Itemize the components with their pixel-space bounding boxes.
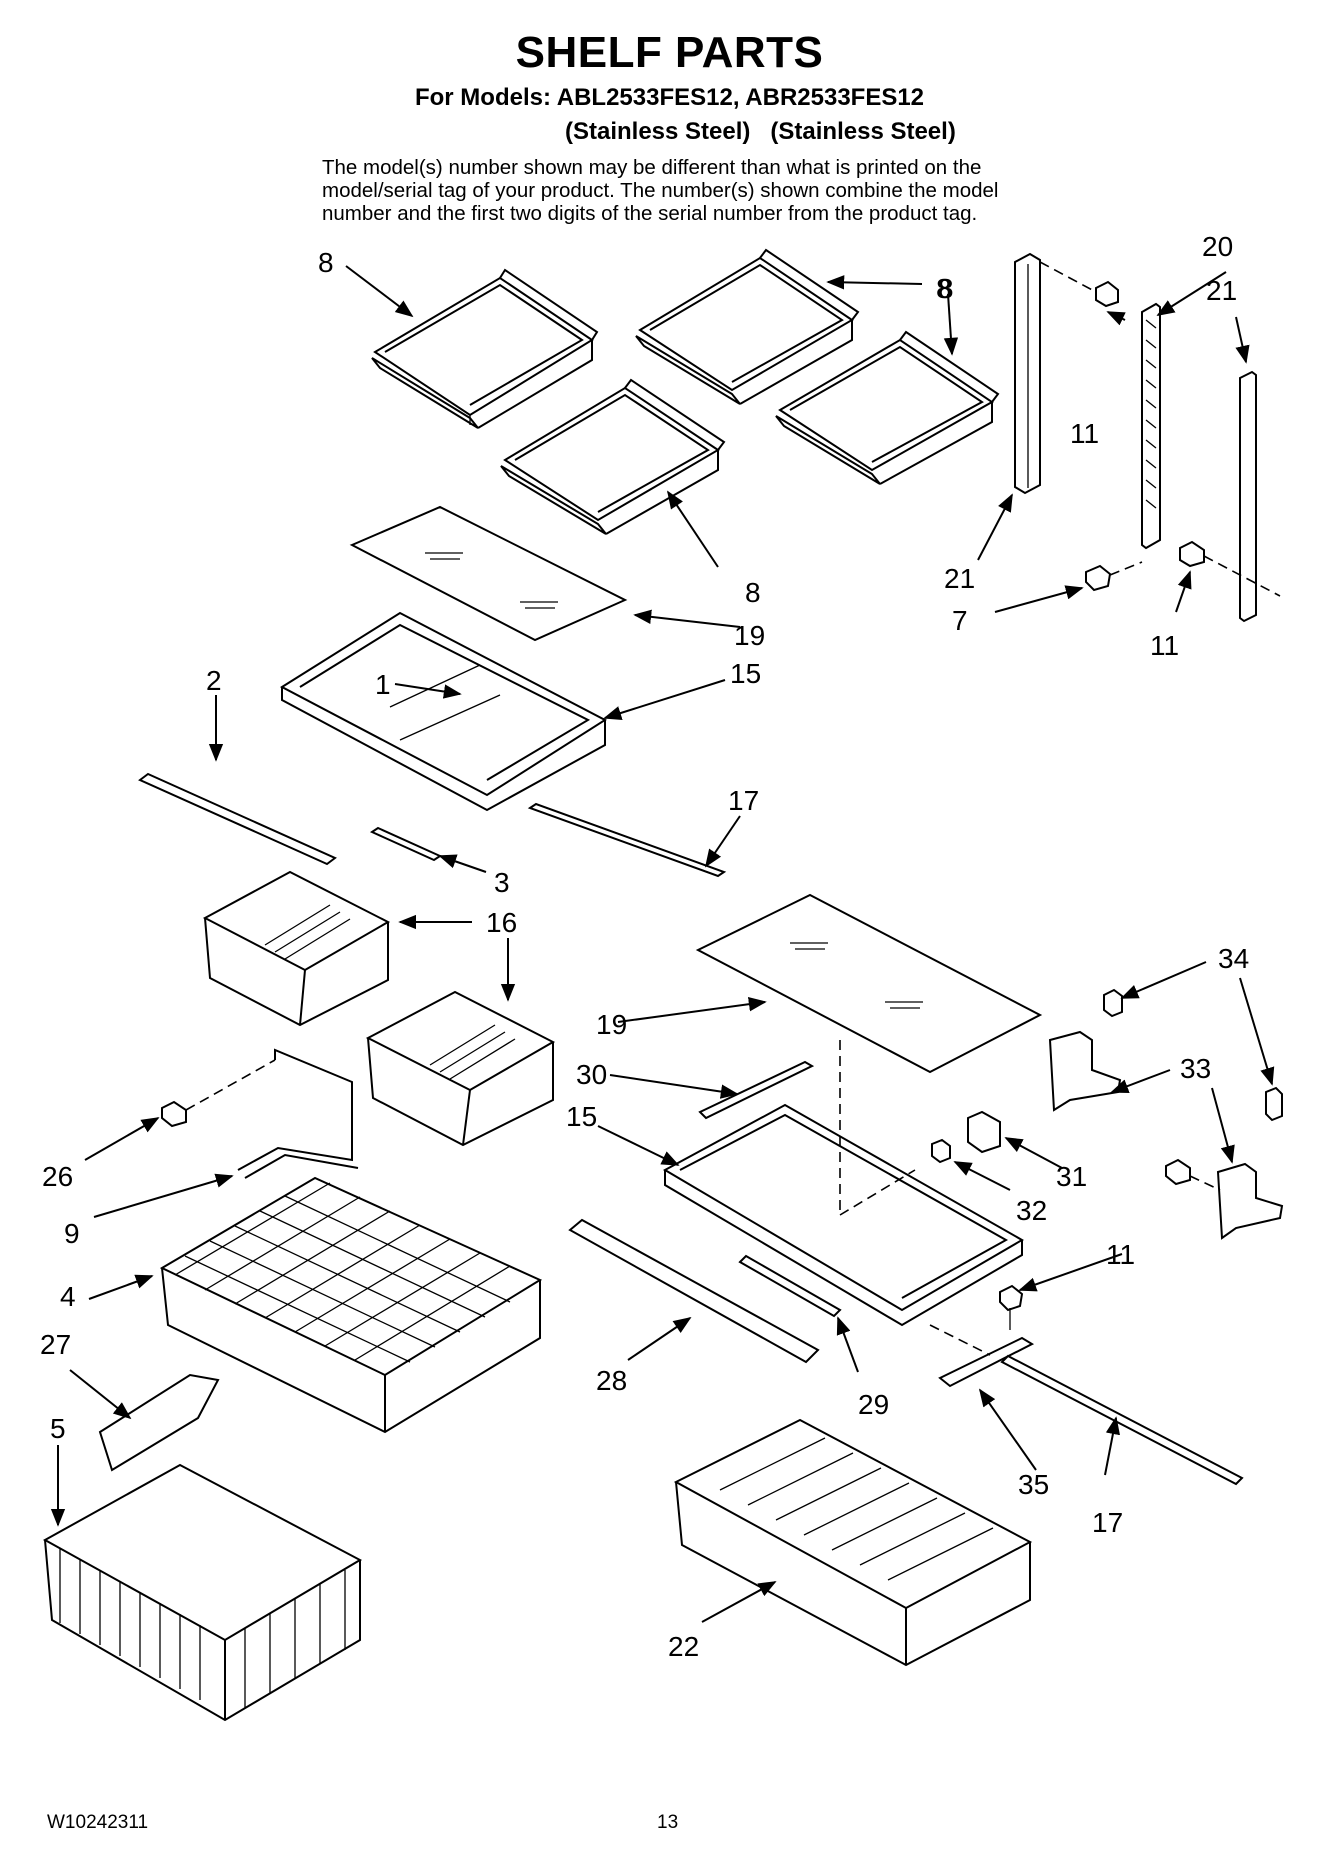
callout-11: 11 [1106,1239,1135,1270]
wire-basket-part-5 [42,1463,363,1722]
callout-1: 1 [375,669,391,700]
callout-2: 2 [206,665,222,696]
crisper-frame-part-15-lower [662,1040,1025,1327]
callout-21: 21 [944,563,975,594]
document-number: W10242311 [47,1812,149,1833]
screw-part-11-right [1179,540,1281,597]
callout-28: 28 [596,1365,627,1396]
callout-27: 27 [40,1329,71,1360]
callout-5: 5 [50,1413,66,1444]
rail-part-21-left [1014,252,1041,495]
clip-part-3 [369,826,443,862]
shelf-part-8-middle [500,378,726,535]
rail-part-20 [1141,302,1161,550]
models-line: For Models: ABL2533FES12, ABR2533FES12 [414,84,925,111]
callout-8: 8 [318,247,334,278]
rail-part-21-right [1239,370,1257,623]
callout-8: 8 [745,577,761,608]
callout-31: 31 [1056,1161,1087,1192]
callout-11: 11 [1150,630,1179,661]
crisper-frame-part-15-upper [279,611,607,812]
page-title: SHELF PARTS [515,28,824,77]
bracket-part-30 [698,1060,815,1120]
note-line: model/serial tag of your product. The nu… [322,179,999,202]
header: SHELF PARTS For Models: ABL2533FES12, AB… [0,28,1339,112]
pan-drawer-part-22 [673,1418,1033,1667]
leader-lines [50,265,1275,1623]
materials-line: (Stainless Steel) (Stainless Steel) [565,118,956,145]
callout-20: 20 [1202,231,1233,262]
callout-7: 7 [952,605,968,636]
page-number: 13 [657,1812,679,1833]
note-line: number and the first two digits of the s… [322,202,978,225]
callout-22: 22 [668,1631,699,1662]
callout-8: 8 [936,273,952,304]
shelf-part-8-left [371,268,599,429]
callout-4: 4 [60,1281,76,1312]
wire-basket-part-4 [159,1176,543,1434]
callout-26: 26 [42,1161,73,1192]
crisper-drawer-part-16-right [365,990,556,1147]
clip-part-29 [738,1254,842,1318]
screw-part-11-lower [1165,1158,1221,1191]
shelf-part-8-right [775,330,1000,485]
callout-3: 3 [494,867,510,898]
shelf-part-8-upper-right [635,248,860,405]
screw-part-11-top [1039,261,1119,308]
rod-part-17-lower [1000,1354,1244,1486]
callout-32: 32 [1016,1195,1047,1226]
callout-19: 19 [734,620,765,651]
crisper-drawer-part-16-left [202,870,391,1027]
bracket-part-35 [929,1324,1035,1388]
callout-35: 35 [1018,1469,1049,1500]
callout-19: 19 [596,1009,627,1040]
callout-33: 33 [1180,1053,1211,1084]
screw-part-26 [161,1059,276,1128]
screw-part-11-bottom [999,1284,1024,1330]
rod-part-17-upper [527,802,727,878]
glass-shelf-part-19-lower [695,893,1043,1074]
clip-part-32 [931,1138,951,1164]
bracket-part-31 [967,1110,1001,1154]
callout-30: 30 [576,1059,607,1090]
callout-15: 15 [730,658,761,689]
callout-21: 21 [1206,275,1237,306]
trim-part-2 [138,772,337,866]
note-line: The model(s) number shown may be differe… [322,156,982,179]
trim-part-28 [568,1218,820,1364]
callout-29: 29 [858,1389,889,1420]
support-part-33-left [1048,1030,1122,1112]
callout-17: 17 [1092,1507,1123,1538]
callout-15: 15 [566,1101,597,1132]
callout-34: 34 [1218,943,1249,974]
clip-part-34-upper [1103,988,1123,1018]
model-number-note: The model(s) number shown may be differe… [322,156,1112,225]
basket-divider-part-27 [98,1373,220,1472]
callout-16: 16 [486,907,517,938]
glass-shelf-part-19-upper [349,505,628,642]
callout-labels: 8 8 8 8 20 21 11 21 7 11 19 15 2 1 17 3 … [40,231,1249,1662]
clip-part-34-lower [1265,1086,1283,1122]
handle-part-9 [237,1048,359,1179]
callout-8: 8 [938,273,954,304]
callout-17: 17 [728,785,759,816]
screw-part-7 [1085,561,1143,592]
callout-9: 9 [64,1218,80,1249]
support-part-33-right [1216,1162,1284,1240]
callout-11: 11 [1070,418,1099,449]
